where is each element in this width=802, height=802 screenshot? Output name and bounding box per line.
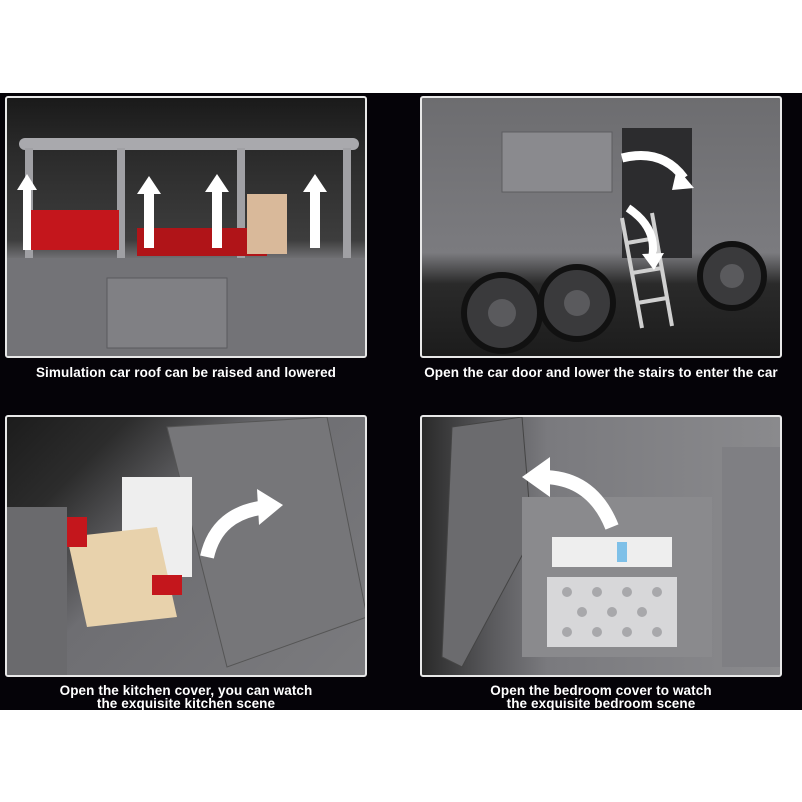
photo-bedroom <box>420 415 782 677</box>
kitchen-illustration <box>7 417 365 675</box>
open-arrow-icon <box>541 470 619 530</box>
up-arrow-icons <box>17 174 327 250</box>
bedroom-illustration <box>441 417 780 668</box>
roof-illustration <box>7 138 365 356</box>
photo-roof-raised <box>5 96 367 358</box>
caption-bedroom-line1: Open the bedroom cover to watch <box>490 683 712 698</box>
wheels <box>461 241 767 354</box>
photo-kitchen <box>5 415 367 677</box>
door-illustration <box>461 128 767 354</box>
caption-bedroom-line2: the exquisite bedroom scene <box>506 696 696 711</box>
caption-roof: Simulation car roof can be raised and lo… <box>35 365 337 380</box>
caption-bedroom: Open the bedroom cover to watch the exqu… <box>420 683 782 711</box>
caption-kitchen-line1: Open the kitchen cover, you can watch <box>59 683 313 698</box>
photo-door-stairs <box>420 96 782 358</box>
caption-door: Open the car door and lower the stairs t… <box>424 365 778 380</box>
open-arrow-icon <box>200 500 268 559</box>
down-arrow-icon <box>625 204 657 259</box>
ladder <box>620 212 674 329</box>
caption-kitchen: Open the kitchen cover, you can watch th… <box>5 683 367 711</box>
caption-kitchen-line2: the exquisite kitchen scene <box>96 696 276 711</box>
